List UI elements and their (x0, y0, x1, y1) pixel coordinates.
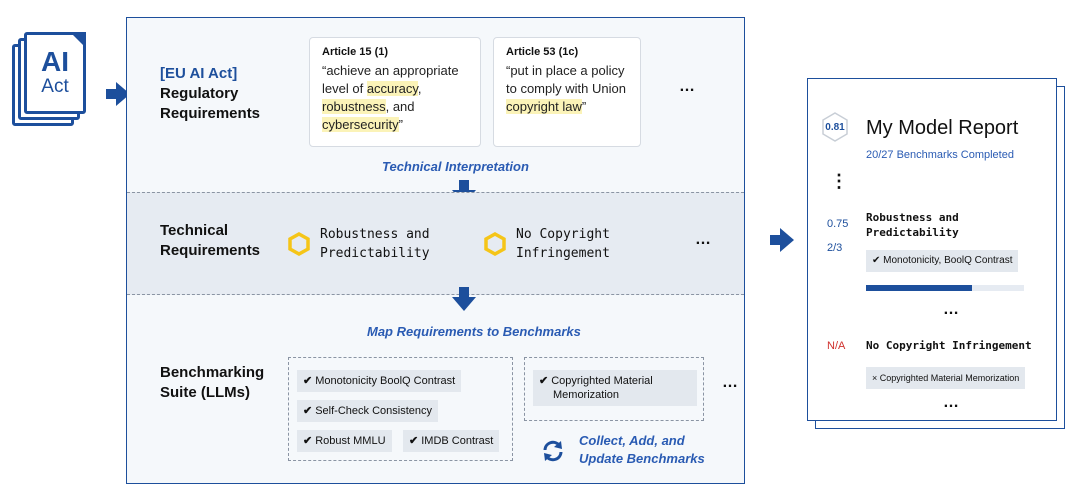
quote-text: “achieve an appropriate level of (322, 63, 459, 96)
robustness-score: 0.75 (827, 218, 849, 230)
copyright-benchmarks-group: ✔Copyrighted Material Memorization (524, 357, 704, 421)
hexagon-icon (288, 232, 310, 256)
hexagon-icon (484, 232, 506, 256)
ai-act-text-ai: AI (41, 46, 69, 77)
robustness-progress-bar (866, 285, 1024, 291)
overall-score: 0.81 (825, 121, 845, 133)
vertical-ellipsis: ⋮ (830, 171, 849, 191)
benchmark-chip: ✔Robust MMLU (297, 430, 392, 452)
more-articles-ellipsis: … (679, 78, 696, 95)
main-pipeline-panel: [EU AI Act] Regulatory Requirements Arti… (126, 17, 745, 484)
eu-ai-act-tag: [EU AI Act] (160, 65, 238, 82)
copyright-score: N/A (827, 340, 846, 352)
highlighted-term: accuracy (366, 81, 418, 96)
benchmark-chip: ✔IMDB Contrast (403, 430, 500, 452)
quote-text: , (417, 81, 422, 96)
model-report: 0.81 My Model Report 20/27 Benchmarks Co… (807, 78, 1057, 421)
article-title: Article 15 (1) (322, 46, 389, 58)
technical-requirement-robustness: Robustness and Predictability (288, 225, 430, 263)
benchmarking-label: Benchmarking Suite (LLMs) (160, 364, 265, 401)
document-front-sheet: AI Act (24, 32, 86, 114)
technical-requirement-copyright: No Copyright Infringement (484, 225, 610, 263)
benchmark-chip: ✔Copyrighted Material Memorization (533, 370, 697, 406)
robustness-benchmarks-group: ✔Monotonicity BoolQ Contrast ✔Self-Check… (288, 357, 513, 461)
overall-score-badge: 0.81 (820, 111, 850, 143)
collect-benchmarks-label: Collect, Add, and Update Benchmarks (579, 433, 705, 466)
more-results-ellipsis: … (943, 301, 960, 318)
more-benchmarks-ellipsis: … (722, 374, 739, 391)
article-quote: “achieve an appropriate level of accurac… (322, 62, 468, 134)
regulatory-label: [EU AI Act] Regulatory Requirements (160, 65, 261, 122)
report-benchmark-chip: × Copyrighted Material Memorization (866, 367, 1026, 389)
more-results-ellipsis: … (943, 394, 960, 411)
technical-interpretation-label: Technical Interpretation (382, 159, 529, 174)
article-title: Article 53 (1c) (506, 46, 579, 58)
report-subtitle: 20/27 Benchmarks Completed (866, 149, 1014, 161)
robustness-fraction: 2/3 (827, 242, 843, 254)
progress-fill (866, 285, 972, 291)
highlighted-term: robustness (322, 99, 386, 114)
copyright-title: No Copyright Infringement (866, 339, 1032, 352)
arrow-right-icon (770, 228, 794, 252)
quote-text: “put in place a policy to comply with Un… (506, 63, 626, 96)
benchmark-chip: ✔Monotonicity BoolQ Contrast (297, 370, 462, 392)
more-requirements-ellipsis: … (695, 231, 712, 248)
refresh-icon (543, 440, 563, 462)
quote-text: , and (385, 99, 415, 114)
hexagon-icon (822, 112, 848, 142)
ai-act-text-act: Act (41, 76, 69, 97)
robustness-title: Robustness and Predictability (866, 211, 959, 239)
quote-text: ” (398, 117, 403, 132)
article-15-card: Article 15 (1) “achieve an appropriate l… (309, 37, 481, 147)
report-benchmark-chip: ✔ Monotonicity, BoolQ Contrast (866, 250, 1019, 272)
quote-text: ” (581, 99, 587, 114)
report-title: My Model Report (866, 117, 1019, 139)
technical-label: Technical Requirements (160, 222, 261, 259)
highlighted-term: copyright law (506, 99, 582, 114)
map-requirements-label: Map Requirements to Benchmarks (367, 324, 581, 339)
article-quote: “put in place a policy to comply with Un… (506, 62, 628, 116)
technical-requirements-section: Technical Requirements Robustness and Pr… (127, 192, 744, 295)
highlighted-term: cybersecurity (322, 117, 399, 132)
benchmark-chip: ✔Self-Check Consistency (297, 400, 438, 422)
page-fold-icon (70, 32, 86, 48)
article-53-card: Article 53 (1c) “put in place a policy t… (493, 37, 641, 147)
arrow-down-icon (452, 287, 476, 311)
